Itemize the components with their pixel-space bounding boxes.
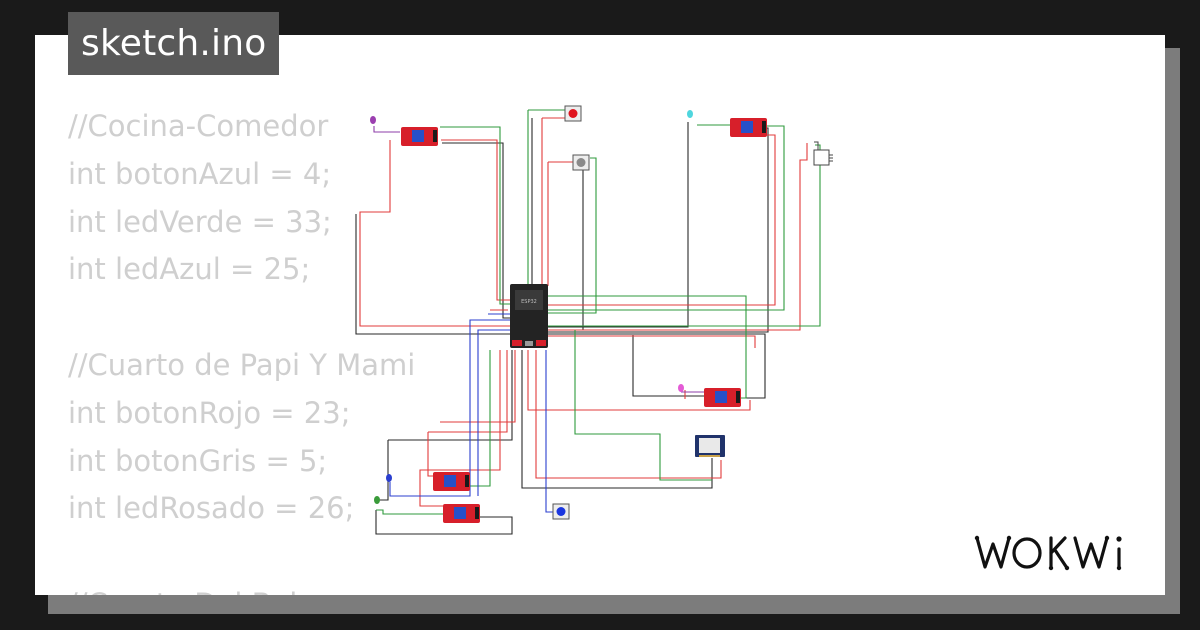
esp32-board: ESP32: [510, 284, 548, 348]
code-line: int ledRosado = 26;: [68, 491, 355, 526]
file-name-tag: sketch.ino: [68, 12, 280, 75]
relay-module: [401, 127, 438, 146]
relay-module: [433, 472, 470, 491]
led-blue: [386, 474, 392, 482]
code-line: int ledAzul = 25;: [68, 252, 311, 287]
wokwi-logo: [974, 535, 1122, 571]
code-line: int botonAzul = 4;: [68, 156, 332, 191]
code-line: int botonRojo = 23;: [68, 395, 351, 430]
relay-module: [704, 388, 741, 407]
led-pink: [678, 384, 684, 392]
pushbutton-blue: [552, 503, 570, 520]
code-line: //Cuarto Del Bebe: [68, 587, 326, 595]
purple-wires: [373, 126, 706, 393]
sensor-module: [695, 435, 725, 457]
code-line: //Cuarto de Papi Y Mami: [68, 347, 416, 382]
led-cyan: [687, 110, 693, 118]
relay-module: [443, 504, 480, 523]
code-line: int ledVerde = 33;: [68, 204, 332, 239]
code-preview: //Cocina-Comedor int botonAzul = 4; int …: [68, 103, 415, 595]
black-wires: [355, 118, 769, 535]
green-wires: [376, 109, 821, 515]
pushbutton-gray: [572, 154, 590, 171]
mcu-label: ESP32: [521, 299, 537, 305]
preview-card: //Cocina-Comedor int botonAzul = 4; int …: [35, 35, 1165, 595]
led-purple: [370, 116, 376, 124]
servo-motor: [813, 141, 833, 166]
code-line: //Cocina-Comedor: [68, 109, 329, 143]
code-line: int botonGris = 5;: [68, 443, 328, 478]
relay-module: [730, 118, 767, 137]
pushbutton-red: [564, 105, 582, 122]
led-green: [374, 496, 380, 504]
